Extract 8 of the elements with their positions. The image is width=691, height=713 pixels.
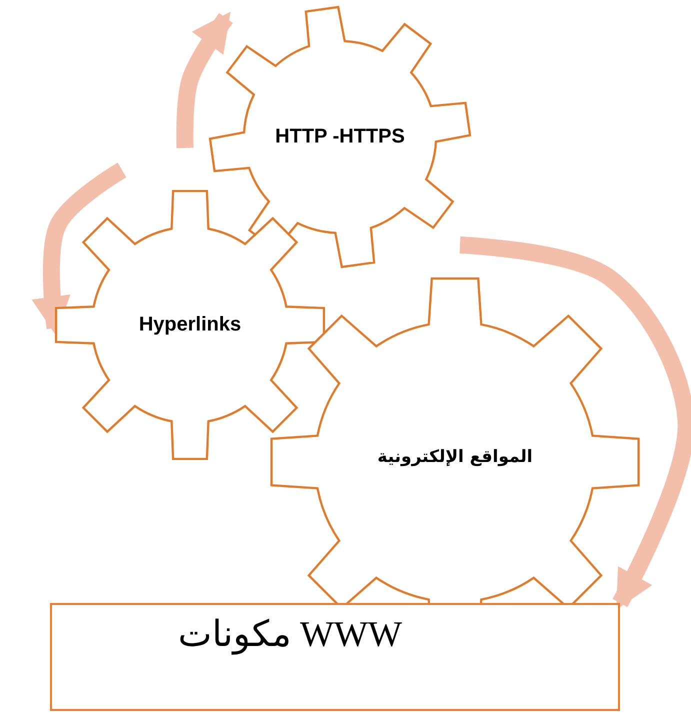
curved-arrow <box>32 162 126 336</box>
node-label: Hyperlinks <box>138 314 242 336</box>
curved-arrow <box>176 12 233 148</box>
curved-arrow <box>460 236 691 610</box>
node-label: مكونات WWW <box>178 613 402 655</box>
node-label: المواقع الإلكترونية <box>377 447 533 467</box>
title-box <box>50 603 620 711</box>
node-label: HTTP -HTTPS <box>275 126 405 148</box>
